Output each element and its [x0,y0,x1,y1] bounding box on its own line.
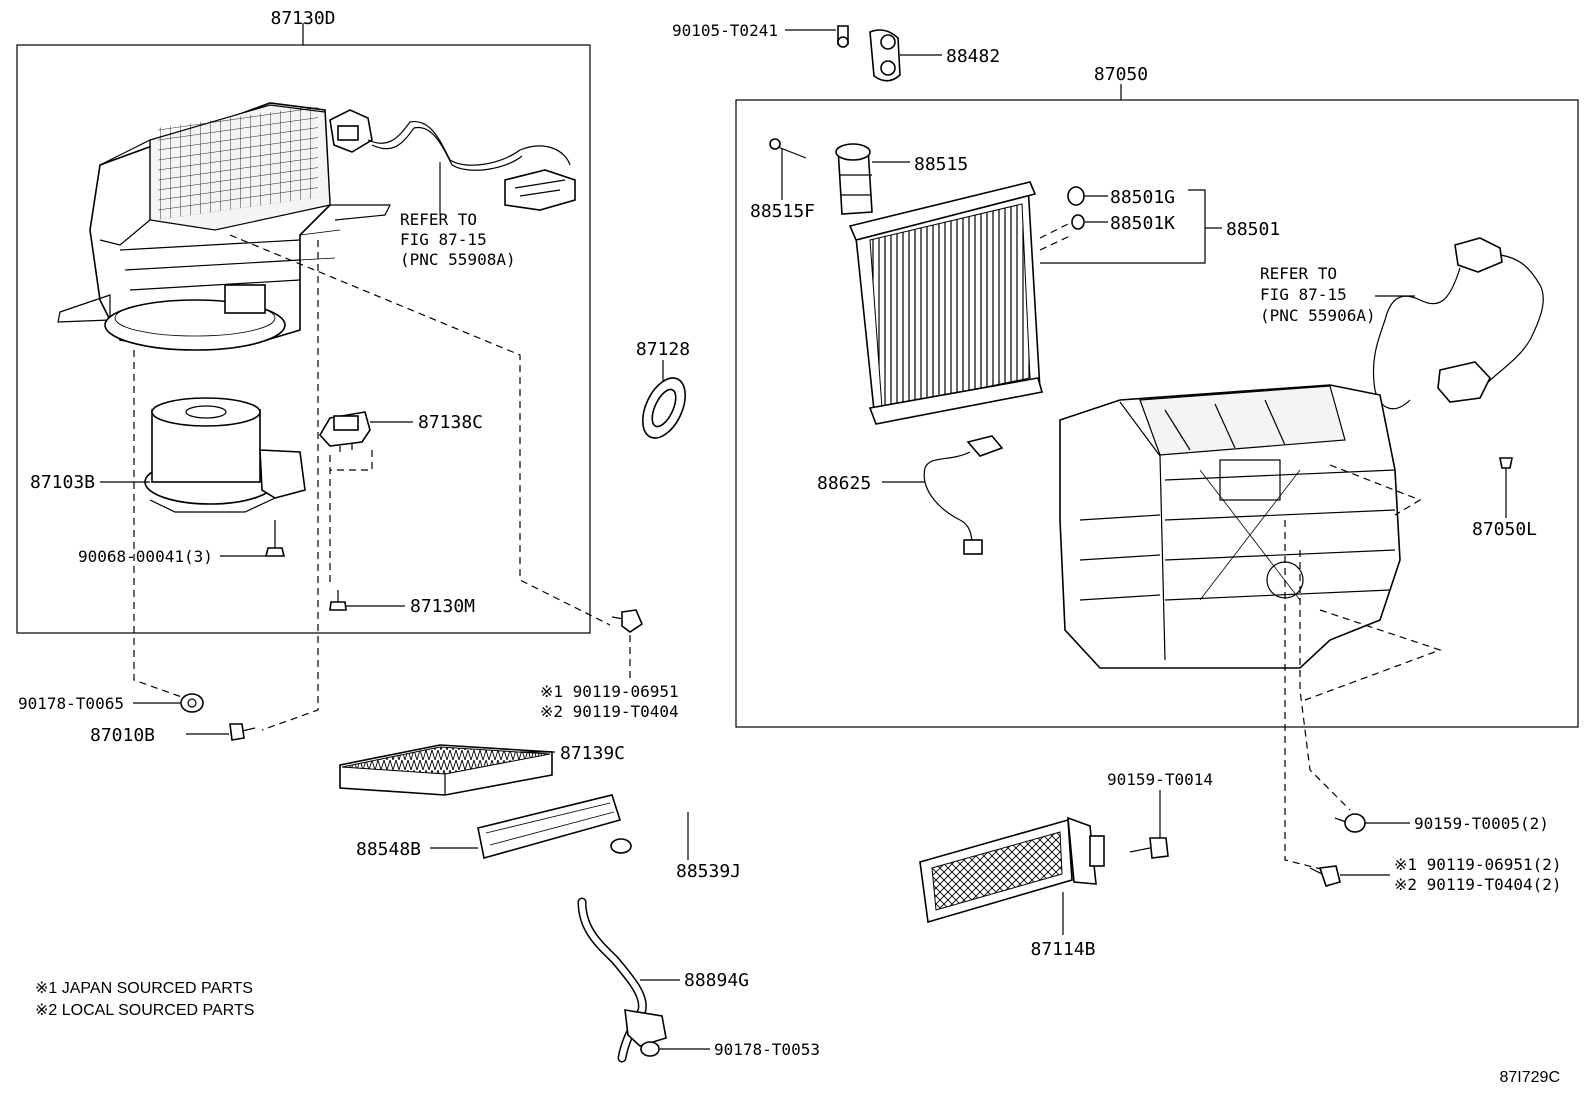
label-88625[interactable]: 88625 [817,473,871,494]
label-87010B[interactable]: 87010B [90,725,155,746]
figure-id: 87I729C [1500,1069,1561,1086]
screw-90068-icon [264,520,286,557]
evaporator-88501-drawing [848,181,1044,425]
screw-90159-a-icon [1129,837,1169,859]
bolt-87050L-icon [1499,457,1513,480]
screw-90105-icon [837,25,849,48]
screw-90159-b-icon [1334,813,1366,833]
label-90105[interactable]: 90105-T0241 [672,21,778,40]
unit-group-box [735,99,1579,728]
label-87050L[interactable]: 87050L [1472,519,1537,540]
ref-left-line3: (PNC 55908A) [400,250,516,269]
nut-90178-a-icon [180,693,204,713]
label-88548B[interactable]: 88548B [356,839,421,860]
plate-88548B-drawing [477,794,622,860]
blower-motor-drawing [144,397,306,513]
blower-case-drawing [57,102,391,351]
note-japan-sourced: ※1 JAPAN SOURCED PARTS [35,980,253,997]
nut-90178-b-icon [640,1041,660,1057]
ref-right-line1: REFER TO [1260,264,1337,283]
label-87128[interactable]: 87128 [636,339,690,360]
sensor-88625-drawing [923,435,1004,555]
hose-88539J-drawing [584,779,753,893]
screw-87130M-icon [329,590,347,611]
valve-88515-drawing [835,143,873,215]
filter-87139C-drawing [339,744,553,796]
label-90178-b[interactable]: 90178-T0053 [714,1040,820,1059]
label-87138C[interactable]: 87138C [418,412,483,433]
label-88501K[interactable]: 88501K [1110,213,1175,234]
label-90068[interactable]: 90068-00041(3) [78,547,213,566]
resistor-87138C-drawing [319,411,371,452]
bolt-88515F-icon [769,138,807,159]
label-88482[interactable]: 88482 [946,46,1000,67]
label-88539J[interactable]: 88539J [676,861,741,882]
clip-90119-b-icon [1309,865,1341,887]
right-harness-drawing [1372,237,1544,410]
blower-group-label[interactable]: 87130D [270,8,335,29]
label-90119-a1[interactable]: ※1 90119-06951 [540,682,679,701]
label-88515F[interactable]: 88515F [750,201,815,222]
heater-core-87114B-drawing [919,816,1105,924]
note-local-sourced: ※2 LOCAL SOURCED PARTS [35,1002,254,1019]
label-87130M[interactable]: 87130M [410,596,475,617]
clip-90119-a-icon [611,609,643,633]
label-90119-b1[interactable]: ※1 90119-06951(2) [1394,855,1562,874]
label-88501G[interactable]: 88501G [1110,187,1175,208]
label-88501[interactable]: 88501 [1226,219,1280,240]
gasket-87128-drawing [642,377,686,439]
label-88515[interactable]: 88515 [914,154,968,175]
bracket-88482-drawing [869,29,901,82]
label-88894G[interactable]: 88894G [684,970,749,991]
ref-right-line2: FIG 87-15 [1260,285,1347,304]
ref-left-line2: FIG 87-15 [400,230,487,249]
screw-87010B-icon [229,723,256,741]
oring-88501K-icon [1071,214,1085,230]
label-87114B[interactable]: 87114B [1030,939,1095,960]
label-87139C[interactable]: 87139C [560,743,625,764]
left-harness-drawing [329,109,576,211]
unit-group-label[interactable]: 87050 [1094,64,1148,85]
label-90178-a[interactable]: 90178-T0065 [18,694,124,713]
label-90119-a2[interactable]: ※2 90119-T0404 [540,702,679,721]
label-90119-b2[interactable]: ※2 90119-T0404(2) [1394,875,1562,894]
label-90159-a[interactable]: 90159-T0014 [1107,770,1213,789]
hvac-unit-drawing [1059,384,1401,669]
ref-left-line1: REFER TO [400,210,477,229]
label-90159-b[interactable]: 90159-T0005(2) [1414,814,1549,833]
label-87103B[interactable]: 87103B [30,472,95,493]
oring-88501G-icon [1067,186,1085,206]
ref-right-line3: (PNC 55906A) [1260,306,1376,325]
